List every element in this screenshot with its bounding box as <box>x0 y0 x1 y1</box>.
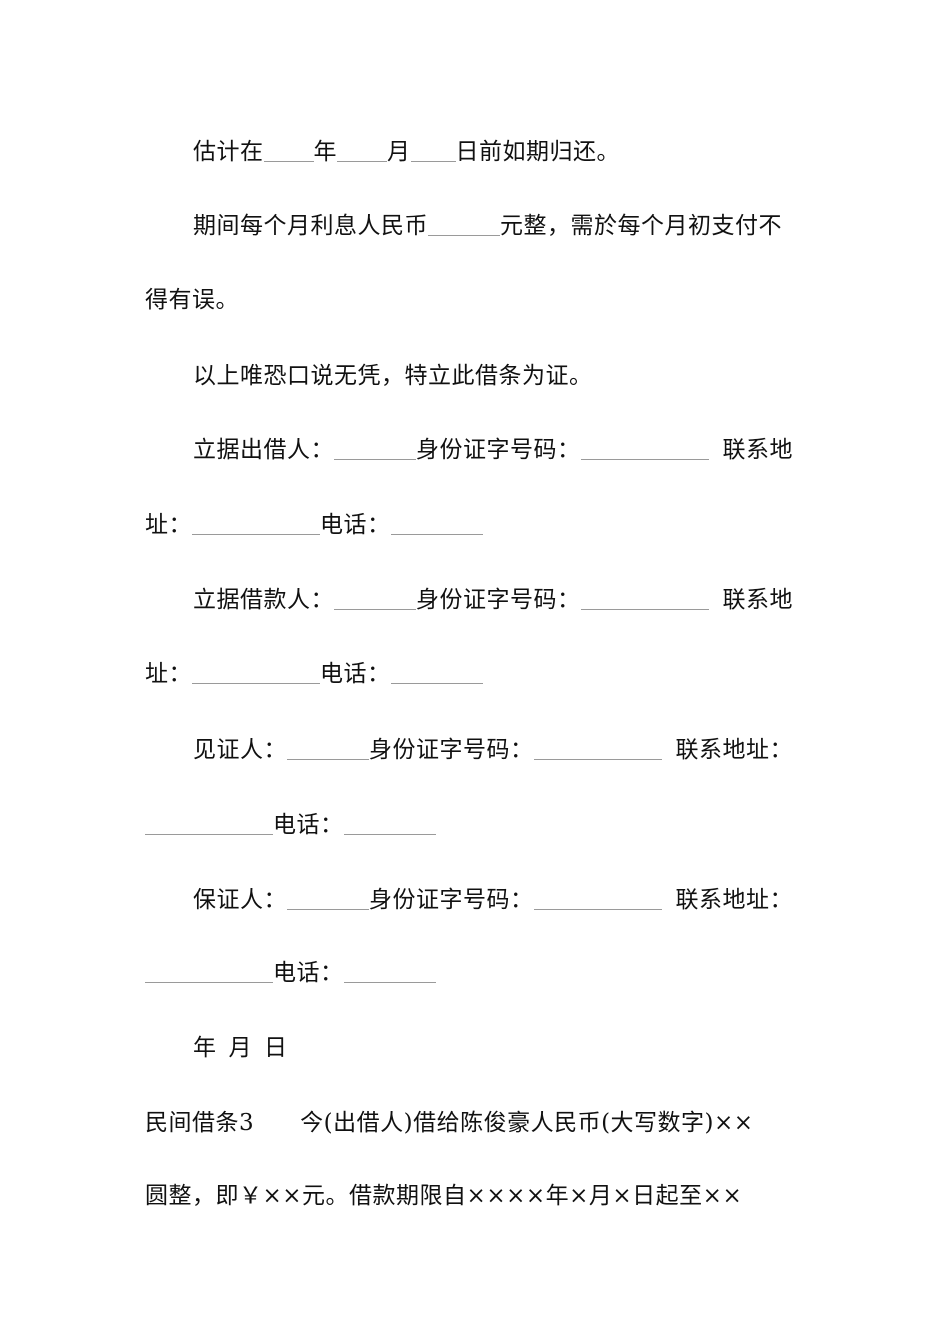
interest-line-cont: 得有误。 <box>145 280 810 320</box>
text: 得有误。 <box>145 287 239 313</box>
guarantor-name-blank <box>287 887 369 910</box>
text: 以上唯恐口说无凭，特立此借条为证。 <box>193 363 593 389</box>
text: 身份证字号码： <box>369 887 534 913</box>
lender-phone-blank <box>390 512 483 535</box>
interest-line: 期间每个月利息人民币 元整，需於每个月初支付不 <box>145 206 858 246</box>
borrower-address-blank <box>192 661 320 684</box>
witness-id-blank <box>533 737 662 760</box>
text: 联系地址： <box>675 887 793 913</box>
text: 日 <box>264 1035 288 1061</box>
text: 址： <box>145 661 192 687</box>
text: 估计在 <box>193 139 264 165</box>
text: 身份证字号码： <box>416 437 581 463</box>
text: 联系地 <box>722 437 793 463</box>
lender-line-cont: 址： 电话： <box>145 505 810 545</box>
borrower-line-cont: 址： 电话： <box>145 654 810 694</box>
guarantor-address-blank <box>145 960 273 983</box>
loan-note-3-heading-line: 民间借条3 今(出借人)借给陈俊豪人民币(大写数字)×× <box>145 1103 810 1143</box>
day-blank <box>410 139 456 162</box>
text: 月 <box>228 1035 252 1061</box>
text: 月 <box>387 139 411 165</box>
text: 立据出借人： <box>193 437 334 463</box>
text: 联系地址： <box>675 737 793 763</box>
text: 圆整，即￥××元。借款期限自××××年×月×日起至×× <box>145 1183 743 1209</box>
loan-note-3-body-line: 圆整，即￥××元。借款期限自××××年×月×日起至×× <box>145 1176 810 1216</box>
lender-id-blank <box>580 437 709 460</box>
text: 见证人： <box>193 737 287 763</box>
text: 身份证字号码： <box>369 737 534 763</box>
text: 今(出借人)借给陈俊豪人民币(大写数字)×× <box>300 1110 754 1136</box>
interest-amount-blank <box>428 213 500 236</box>
text: 址： <box>145 512 192 538</box>
text: 元整，需於每个月初支付不 <box>500 213 782 239</box>
lender-name-blank <box>334 437 416 460</box>
witness-name-blank <box>287 737 369 760</box>
statement-line: 以上唯恐口说无凭，特立此借条为证。 <box>145 356 858 396</box>
text: 年 <box>313 139 337 165</box>
witness-phone-blank <box>343 812 436 835</box>
signature-date-line: 年月日 <box>145 1028 858 1068</box>
text: 立据借款人： <box>193 587 334 613</box>
text: 电话： <box>273 812 344 838</box>
text: 日前如期归还。 <box>455 139 620 165</box>
text: 期间每个月利息人民币 <box>193 213 428 239</box>
guarantor-line-cont: 电话： <box>145 953 810 993</box>
lender-line: 立据出借人： 身份证字号码： 联系地 <box>145 430 858 470</box>
repayment-date-line: 估计在 年 月 日前如期归还。 <box>145 132 858 172</box>
witness-line-cont: 电话： <box>145 805 810 845</box>
text: 联系地 <box>722 587 793 613</box>
text: 保证人： <box>193 887 287 913</box>
section-title: 民间借条3 <box>145 1110 255 1136</box>
text: 电话： <box>320 661 391 687</box>
text: 身份证字号码： <box>416 587 581 613</box>
witness-address-blank <box>145 812 273 835</box>
borrower-id-blank <box>580 587 709 610</box>
borrower-line: 立据借款人： 身份证字号码： 联系地 <box>145 580 858 620</box>
borrower-name-blank <box>334 587 416 610</box>
guarantor-line: 保证人： 身份证字号码： 联系地址： <box>145 880 858 920</box>
witness-line: 见证人： 身份证字号码： 联系地址： <box>145 730 858 770</box>
lender-address-blank <box>192 512 320 535</box>
guarantor-phone-blank <box>343 960 436 983</box>
text: 年 <box>193 1035 217 1061</box>
month-blank <box>337 139 387 162</box>
year-blank <box>263 139 314 162</box>
borrower-phone-blank <box>390 661 483 684</box>
text: 电话： <box>273 960 344 986</box>
guarantor-id-blank <box>533 887 662 910</box>
text: 电话： <box>320 512 391 538</box>
